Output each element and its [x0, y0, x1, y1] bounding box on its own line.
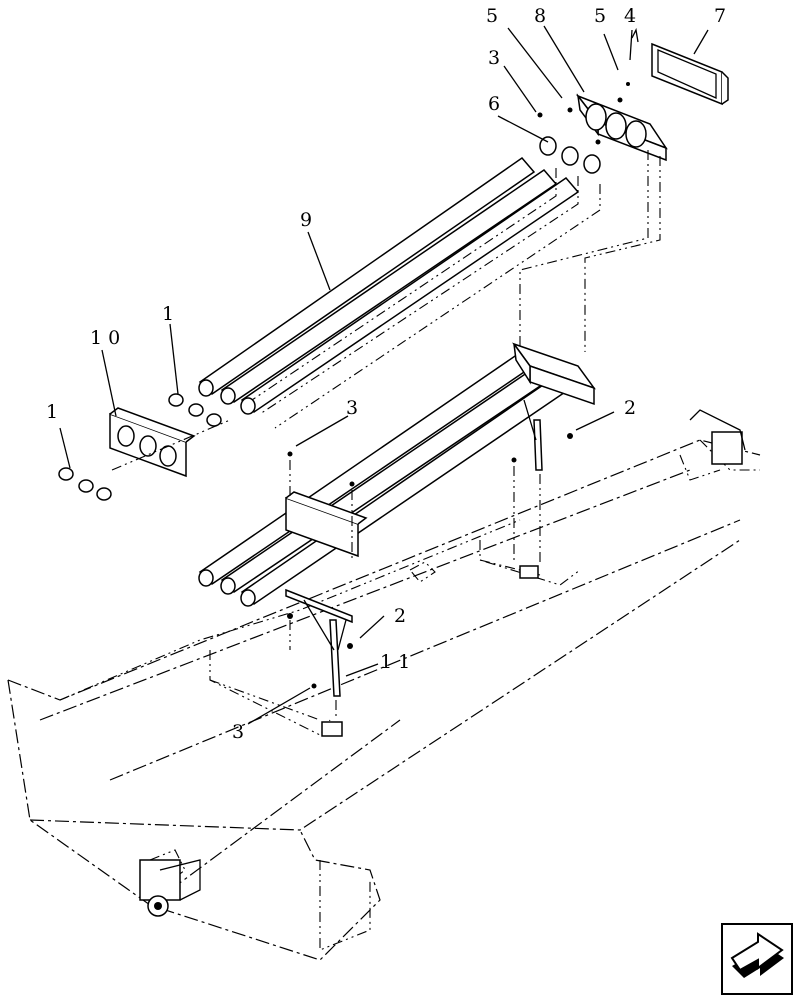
callout-4: 4	[624, 5, 636, 27]
callout-1b: 1	[162, 303, 174, 325]
bracket-10	[109, 407, 196, 478]
callout-3c: 3	[232, 721, 244, 743]
cover-plate-7	[651, 42, 729, 106]
ghost-hitch	[139, 409, 746, 917]
clamps-1	[58, 393, 222, 501]
leader-lines	[59, 25, 709, 725]
callout-1a: 1	[46, 401, 58, 423]
callout-7: 7	[714, 5, 726, 27]
callout-10: 1 0	[90, 327, 120, 349]
callout-3a: 3	[488, 47, 500, 69]
callout-5a: 5	[486, 5, 498, 27]
callout-2b: 2	[394, 605, 406, 627]
assembled-unit	[198, 342, 597, 737]
callout-5b: 5	[594, 5, 606, 27]
callout-6: 6	[488, 93, 500, 115]
callout-2a: 2	[624, 397, 636, 419]
tubes-9	[198, 156, 580, 415]
callout-8: 8	[534, 5, 546, 27]
alignment-lines	[111, 150, 661, 720]
callout-11: 1 1	[380, 651, 410, 673]
next-page-arrow-icon[interactable]	[721, 923, 793, 995]
clamps-6	[537, 107, 601, 174]
callout-labels: 1 1 1 0 9 6 3 5 8 5 4 7 3 2 2 1 1 3	[46, 5, 726, 743]
callout-3b: 3	[346, 397, 358, 419]
ghost-frame	[7, 439, 761, 961]
bracket-8	[575, 27, 668, 162]
callout-9: 9	[300, 209, 312, 231]
